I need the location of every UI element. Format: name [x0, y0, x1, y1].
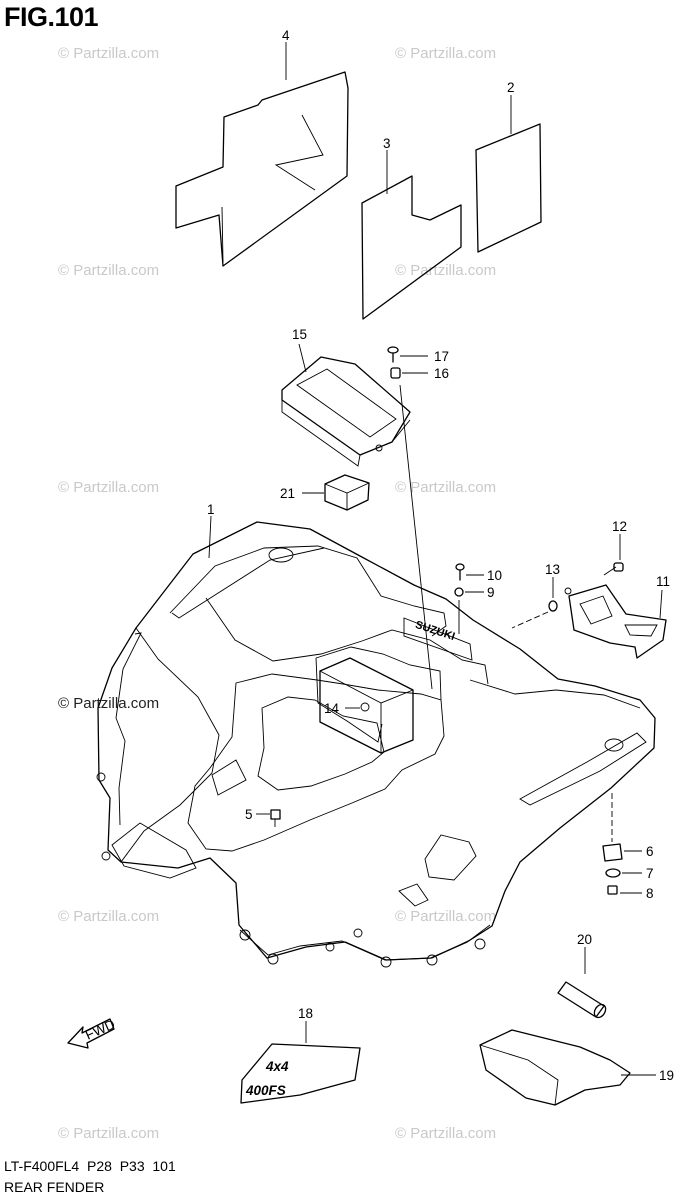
- part-4-decal-sheet[interactable]: [175, 42, 349, 267]
- callout-2[interactable]: 2: [507, 80, 515, 95]
- callout-17[interactable]: 17: [434, 349, 449, 364]
- watermark: © Partzilla.com: [58, 1125, 159, 1142]
- part-7-washer[interactable]: [605, 868, 642, 878]
- part-2-decal[interactable]: [475, 95, 542, 253]
- callout-15[interactable]: 15: [292, 327, 307, 342]
- part-5-bolt[interactable]: [256, 809, 281, 827]
- part-16-nut[interactable]: [390, 367, 433, 690]
- part-20-pipe[interactable]: [557, 947, 608, 1020]
- callout-8[interactable]: 8: [646, 886, 654, 901]
- watermark: © Partzilla.com: [395, 1125, 496, 1142]
- watermark: © Partzilla.com: [395, 479, 496, 496]
- callout-6[interactable]: 6: [646, 844, 654, 859]
- figure-name: REAR FENDER: [4, 1179, 105, 1195]
- model-code: LT-F400FL4 P28 P33 101: [4, 1158, 176, 1174]
- callout-4[interactable]: 4: [282, 28, 290, 43]
- watermark: © Partzilla.com: [395, 908, 496, 925]
- part-1-rear-fender[interactable]: SUZUKI: [96, 515, 656, 968]
- part-17-screw[interactable]: [387, 346, 428, 363]
- part-11-bracket[interactable]: [564, 584, 667, 659]
- callout-1[interactable]: 1: [207, 502, 215, 517]
- callout-12[interactable]: 12: [612, 519, 627, 534]
- callout-5[interactable]: 5: [245, 807, 253, 822]
- callout-11[interactable]: 11: [656, 574, 670, 589]
- watermark: © Partzilla.com: [395, 262, 496, 279]
- fwd-arrow-icon: FWD: [67, 1016, 117, 1049]
- part-13-nut[interactable]: [511, 577, 558, 629]
- callout-13[interactable]: 13: [545, 562, 560, 577]
- part-8-bolt[interactable]: [607, 885, 642, 895]
- fwd-label: FWD: [83, 1016, 117, 1042]
- part-3-decal[interactable]: [361, 150, 462, 320]
- part-10-screw[interactable]: [455, 563, 484, 581]
- callout-10[interactable]: 10: [487, 568, 502, 583]
- watermark: © Partzilla.com: [58, 908, 159, 925]
- figure-title: FIG.101: [4, 2, 99, 32]
- decal-18-line2: 400FS: [245, 1083, 286, 1098]
- watermark: © Partzilla.com: [395, 45, 496, 62]
- part-19-seat[interactable]: [479, 1029, 656, 1106]
- watermark: © Partzilla.com: [58, 262, 159, 279]
- callout-7[interactable]: 7: [646, 866, 654, 881]
- part-18-decal[interactable]: 4x4 400FS: [240, 1021, 361, 1104]
- decal-18-line1: 4x4: [265, 1059, 289, 1074]
- callout-3[interactable]: 3: [383, 136, 391, 151]
- watermark: © Partzilla.com: [58, 45, 159, 62]
- watermark-dark: © Partzilla.com: [58, 695, 159, 712]
- watermark: © Partzilla.com: [58, 479, 159, 496]
- watermarks: © Partzilla.com © Partzilla.com © Partzi…: [58, 45, 496, 1142]
- fender-logo: SUZUKI: [414, 619, 457, 643]
- callout-9[interactable]: 9: [487, 585, 495, 600]
- part-12-bolt[interactable]: [603, 534, 624, 576]
- callout-19[interactable]: 19: [659, 1068, 674, 1083]
- part-9-nut[interactable]: [454, 587, 484, 634]
- part-15-tray[interactable]: [281, 343, 411, 467]
- callout-16[interactable]: 16: [434, 366, 449, 381]
- part-21-sponge[interactable]: [302, 474, 370, 511]
- callout-21[interactable]: 21: [280, 486, 295, 501]
- callout-14[interactable]: 14: [324, 701, 340, 716]
- callout-20[interactable]: 20: [577, 932, 592, 947]
- part-6-grommet[interactable]: [602, 793, 642, 862]
- callout-numbers: 4 2 3 15 17 16 21 1 12 13 10 9 11 14 5 6…: [207, 28, 674, 1083]
- callout-18[interactable]: 18: [298, 1006, 313, 1021]
